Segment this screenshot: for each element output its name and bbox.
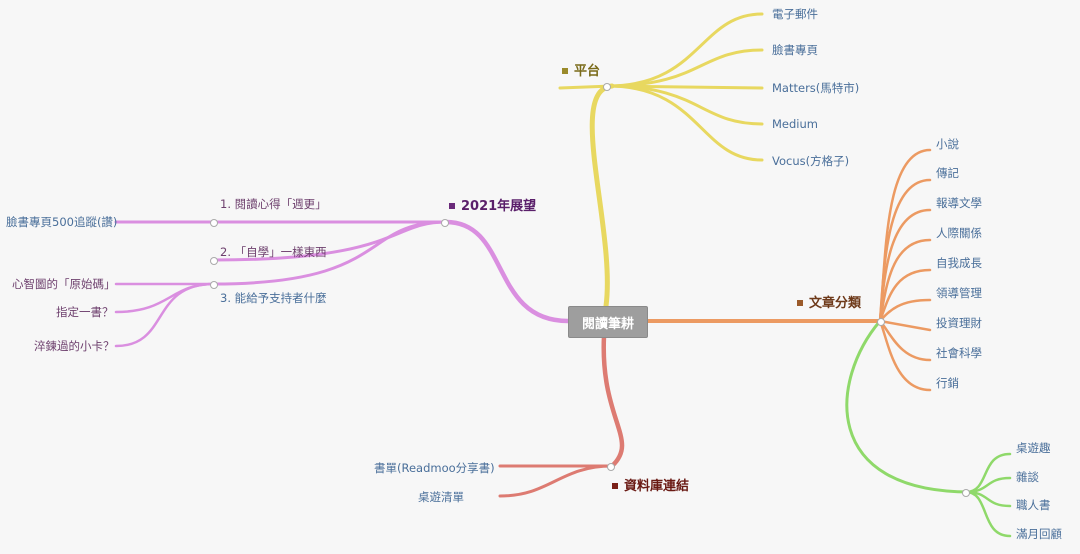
platform-node-dot[interactable] xyxy=(603,83,611,91)
sub-category-item[interactable]: 桌遊趣 xyxy=(1016,441,1051,455)
categories-branch-lines xyxy=(644,148,932,392)
database-item[interactable]: 書單(Readmoo分享書) xyxy=(374,461,495,475)
categories-title[interactable]: 文章分類 xyxy=(797,296,861,312)
category-item[interactable]: 傳記 xyxy=(936,166,959,180)
square-bullet-icon xyxy=(562,67,568,74)
outlook-item-dot[interactable] xyxy=(210,257,218,265)
outlook-subitem[interactable]: 心智圖的「原始碼」 xyxy=(12,277,116,291)
outlook-subitem[interactable]: 臉書專頁500追蹤(讚) xyxy=(6,215,118,229)
database-item[interactable]: 桌遊清單 xyxy=(418,490,464,504)
platform-title[interactable]: 平台 xyxy=(562,64,600,80)
platform-item[interactable]: Matters(馬特市) xyxy=(772,81,860,95)
outlook-item-dot[interactable] xyxy=(210,219,218,227)
outlook-item[interactable]: 3. 能給予支持者什麼 xyxy=(220,291,327,305)
square-bullet-icon xyxy=(612,482,618,489)
sub-category-item[interactable]: 雜談 xyxy=(1016,470,1039,484)
categories-node-dot[interactable] xyxy=(877,318,885,326)
category-item[interactable]: 行銷 xyxy=(936,376,959,390)
category-item[interactable]: 自我成長 xyxy=(936,256,982,270)
platform-item[interactable]: 臉書專頁 xyxy=(772,43,818,57)
database-title[interactable]: 資料庫連結 xyxy=(612,479,689,495)
platform-item[interactable]: Medium xyxy=(772,117,818,131)
outlook-title[interactable]: 2021年展望 xyxy=(449,199,536,215)
outlook-item[interactable]: 1. 閱讀心得「週更」 xyxy=(220,197,327,211)
category-item[interactable]: 人際關係 xyxy=(936,226,982,240)
sub-category-item[interactable]: 職人書 xyxy=(1016,498,1051,512)
sub-category-item[interactable]: 滿月回顧 xyxy=(1016,527,1062,541)
platform-item[interactable]: 電子郵件 xyxy=(772,7,818,21)
outlook-subitem[interactable]: 指定一書？ xyxy=(56,305,114,319)
square-bullet-icon xyxy=(797,299,803,306)
database-branch-lines xyxy=(498,333,625,498)
platform-branch-lines xyxy=(558,12,764,309)
outlook-subitem[interactable]: 淬鍊過的小卡？ xyxy=(34,339,115,353)
green-node-dot[interactable] xyxy=(962,489,970,497)
center-node[interactable]: 閱讀筆耕 xyxy=(568,306,648,338)
green-branch-lines xyxy=(845,319,1012,538)
outlook-branch-lines xyxy=(114,219,571,348)
category-item[interactable]: 報導文學 xyxy=(936,196,982,210)
category-item[interactable]: 社會科學 xyxy=(936,346,982,360)
category-item[interactable]: 領導管理 xyxy=(936,286,982,300)
outlook-node-dot[interactable] xyxy=(441,219,449,227)
square-bullet-icon xyxy=(449,202,455,209)
database-node-dot[interactable] xyxy=(607,463,615,471)
outlook-item[interactable]: 2. 「自學」一樣東西 xyxy=(220,245,327,259)
outlook-item-dot[interactable] xyxy=(210,281,218,289)
category-item[interactable]: 小說 xyxy=(936,137,959,151)
platform-item[interactable]: Vocus(方格子) xyxy=(772,154,850,168)
category-item[interactable]: 投資理財 xyxy=(936,316,982,330)
